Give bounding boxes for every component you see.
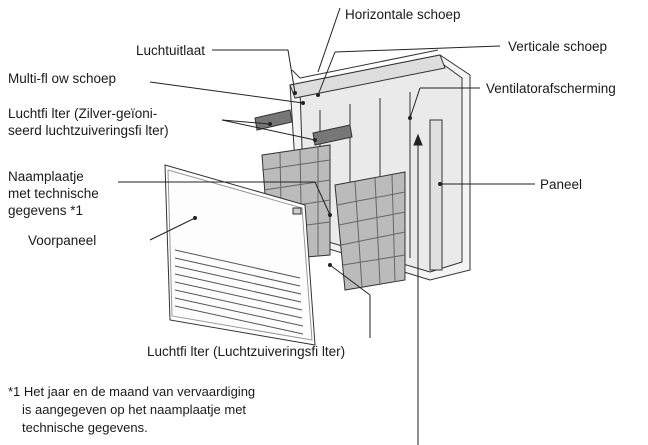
label-line: seerd luchtzuiveringsfi lter) <box>8 123 169 138</box>
leader-lines <box>118 7 535 445</box>
label-fan-guard: Ventilatorafscherming <box>486 81 616 96</box>
label-air-outlet: Luchtuitlaat <box>136 43 206 58</box>
footnote: *1 Het jaar en de maand van vervaardigin… <box>8 383 255 437</box>
label-line: met technische <box>8 186 99 201</box>
footnote-line: technische gegevens. <box>22 420 148 435</box>
footnote-line: is aangegeven op het naamplaatje met <box>22 402 247 417</box>
label-multi-flow-vane: Multi-fl ow schoep <box>8 71 117 86</box>
label-line: Luchtfi lter (Zilver-geïoni- <box>8 106 158 121</box>
label-line: Naamplaatje <box>8 169 84 184</box>
label-horizontal-vane: Horizontale schoep <box>345 7 461 22</box>
label-panel: Paneel <box>540 177 583 192</box>
label-vertical-vane: Verticale schoep <box>508 39 608 54</box>
footnote-line: *1 Het jaar en de maand van vervaardigin… <box>8 384 256 399</box>
label-nameplate: Naamplaatje met technische gegevens *1 <box>8 168 99 219</box>
label-line: gegevens *1 <box>8 203 84 218</box>
front-panel-drawing <box>164 164 316 346</box>
label-front-panel: Voorpaneel <box>28 233 97 248</box>
label-air-filter-silver: Luchtfi lter (Zilver-geïoni- seerd lucht… <box>8 105 169 139</box>
silver-filter-left <box>254 109 293 131</box>
purifying-filter-right <box>334 171 406 291</box>
label-air-filter-purifying: Luchtfi lter (Luchtzuiveringsfi lter) <box>147 344 346 359</box>
